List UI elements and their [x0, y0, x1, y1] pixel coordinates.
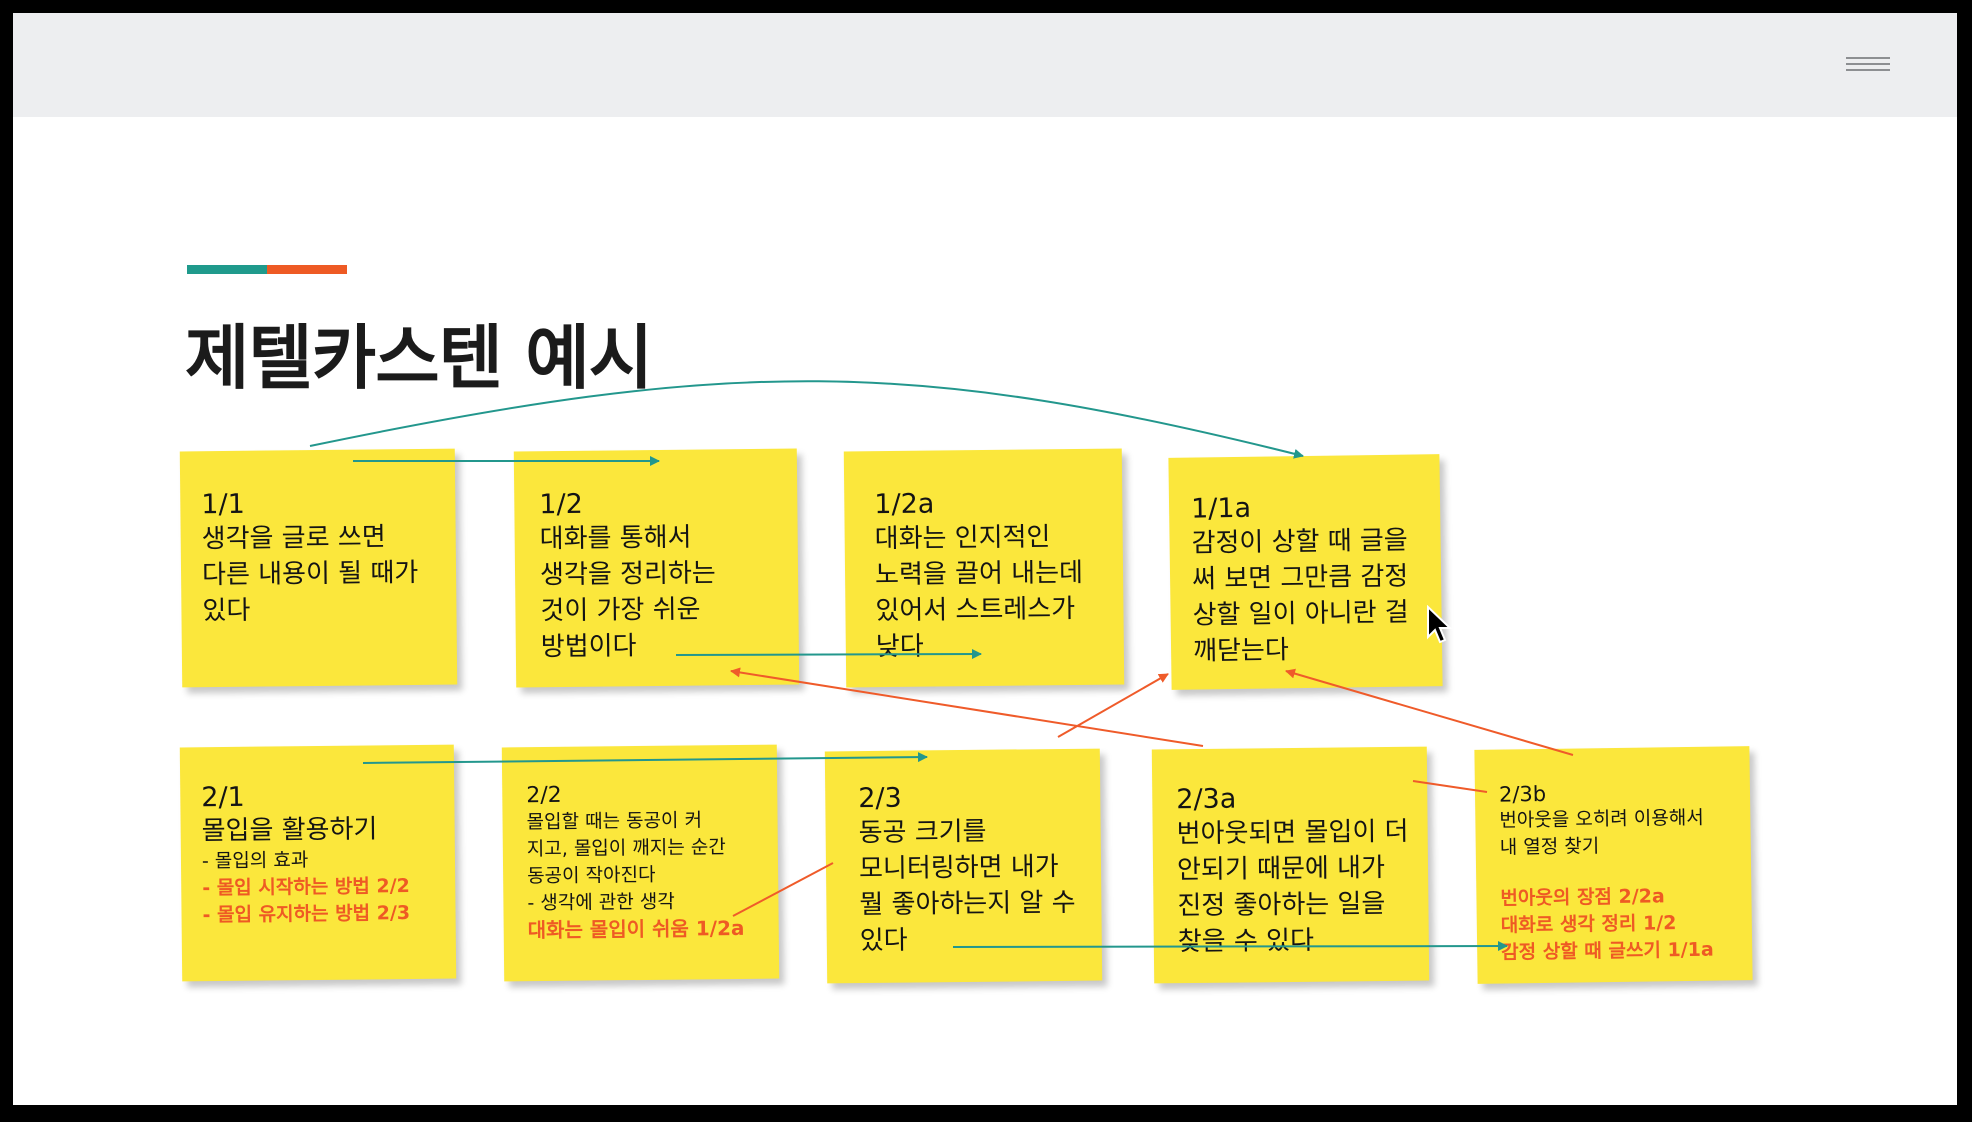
sticky-note-2-1: 2/1 몰입을 활용하기 - 몰입의 효과 - 몰입 시작하는 방법 2/2 -… [179, 744, 457, 982]
note-text: - 몰입의 효과 [201, 849, 309, 873]
note-id: 1/1 [201, 488, 245, 521]
note-text: 대화는 인지적인 노력을 끌어 내는데 있어서 스트레스가 낮다 [874, 522, 1084, 663]
sticky-note-2-3: 2/3 동공 크기를 모니터링하면 내가 뭘 좋아하는지 알 수 있다 [824, 748, 1103, 984]
note-text: 번아웃되면 몰입이 더 안되기 때문에 내가 진정 좋아하는 일을 찾을 수 있… [1176, 816, 1409, 958]
sticky-note-1-2: 1/2 대화를 통해서 생각을 정리하는 것이 가장 쉬운 방법이다 [513, 448, 800, 688]
accent-teal-segment [187, 265, 267, 274]
slide-viewer: 제텔카스텐 예시 1/1 생각을 글로 쓰면 다른 내용이 될 때가 있다 1/… [13, 13, 1957, 1105]
sticky-note-2-3a: 2/3a 번아웃되면 몰입이 더 안되기 때문에 내가 진정 좋아하는 일을 찾… [1151, 746, 1430, 984]
note-link-references: 번아웃의 장점 2/2a 대화로 생각 정리 1/2 감정 상할 때 글쓰기 1… [1500, 885, 1714, 964]
note-title: 몰입을 활용하기 [201, 814, 378, 847]
mouse-cursor-icon [1427, 605, 1453, 644]
note-id: 1/1a [1190, 492, 1252, 525]
note-id: 2/1 [201, 781, 245, 814]
note-link-references: - 몰입 시작하는 방법 2/2 - 몰입 유지하는 방법 2/3 [202, 875, 411, 927]
note-id: 1/2 [539, 488, 583, 521]
sticky-note-2-3b: 2/3b 번아웃을 오히려 이용해서 내 열정 찾기 번아웃의 장점 2/2a … [1474, 746, 1753, 984]
accent-orange-segment [267, 265, 347, 274]
note-text: 몰입할 때는 동공이 커 지고, 몰입이 깨지는 순간 동공이 작아진다 - 생… [526, 809, 726, 915]
note-id: 2/3 [858, 782, 902, 815]
note-text: 동공 크기를 모니터링하면 내가 뭘 좋아하는지 알 수 있다 [858, 816, 1076, 957]
note-text: 생각을 글로 쓰면 다른 내용이 될 때가 있다 [201, 522, 419, 627]
note-link-references: 대화는 몰입이 쉬움 1/2a [527, 915, 745, 943]
note-text: 대화를 통해서 생각을 정리하는 것이 가장 쉬운 방법이다 [539, 522, 716, 663]
sticky-note-1-1: 1/1 생각을 글로 쓰면 다른 내용이 될 때가 있다 [179, 448, 458, 688]
note-id: 2/2 [526, 782, 562, 809]
slide-title: 제텔카스텐 예시 [185, 317, 653, 399]
title-accent-bar [187, 265, 347, 274]
hamburger-menu-icon[interactable] [1846, 53, 1890, 75]
note-id: 2/3b [1498, 781, 1547, 807]
sticky-note-1-1a: 1/1a 감정이 상할 때 글을 써 보면 그만큼 감정 상할 일이 아니란 걸… [1168, 454, 1443, 690]
note-id: 2/3a [1176, 783, 1237, 816]
sticky-note-2-2: 2/2 몰입할 때는 동공이 커 지고, 몰입이 깨지는 순간 동공이 작아진다… [501, 744, 780, 982]
sticky-note-1-2a: 1/2a 대화는 인지적인 노력을 끌어 내는데 있어서 스트레스가 낮다 [843, 448, 1125, 688]
note-text: 번아웃을 오히려 이용해서 내 열정 찾기 [1499, 806, 1704, 859]
note-id: 1/2a [874, 488, 935, 521]
viewer-toolbar [13, 13, 1957, 117]
note-text: 감정이 상할 때 글을 써 보면 그만큼 감정 상할 일이 아니란 걸 깨닫는다 [1191, 525, 1409, 667]
